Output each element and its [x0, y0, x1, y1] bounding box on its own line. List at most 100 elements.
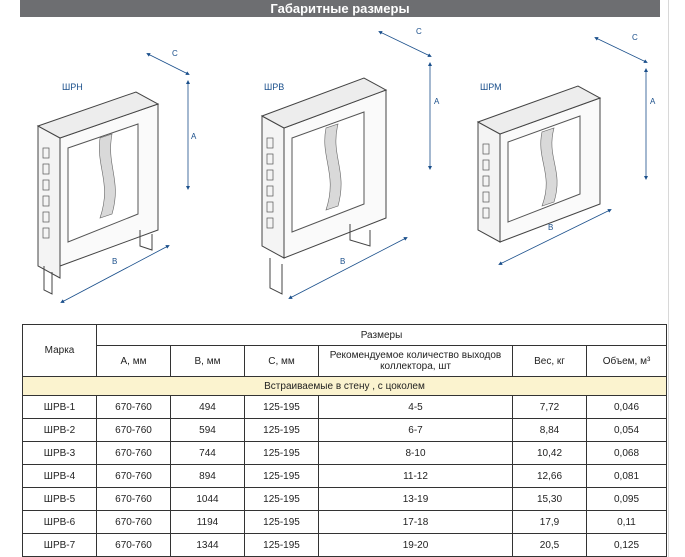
- cabinet-shrn-side-slots: [42, 147, 50, 239]
- table-cell: 13-19: [318, 487, 513, 511]
- page-right-rule: [668, 0, 669, 557]
- table-cell: 670-760: [96, 441, 171, 465]
- table-cell: 17,9: [512, 510, 587, 534]
- table-cell: 125-195: [244, 464, 319, 488]
- table-cell: 10,42: [512, 441, 587, 465]
- table-cell: ШРВ-1: [22, 395, 97, 419]
- table-cell: 0,081: [586, 464, 667, 488]
- table-cell: 8-10: [318, 441, 513, 465]
- table-cell: 125-195: [244, 510, 319, 534]
- cabinet-shrn-leg-left: [43, 266, 53, 295]
- cabinet-shrv-cutaway: [324, 123, 342, 211]
- cabinet-shrv-dim-a-label: A: [434, 97, 440, 106]
- table-cell: 8,84: [512, 418, 587, 442]
- table-cell: 670-760: [96, 395, 171, 419]
- cabinet-shrv-dim-b: [288, 237, 408, 299]
- table-cell: 12,66: [512, 464, 587, 488]
- cabinet-shrm-top: [476, 85, 602, 135]
- table-section-row: Встраиваемые в стену , с цоколем: [22, 376, 667, 396]
- cabinet-shrm-drawing: ШРМ C A B: [476, 33, 656, 265]
- cabinet-shrv-label: ШРВ: [264, 82, 284, 92]
- table-cell: 0,068: [586, 441, 667, 465]
- cabinet-shrv-door: [291, 111, 365, 233]
- table-cell: 17-18: [318, 510, 513, 534]
- header-col-volume: Объем, м³: [586, 345, 667, 377]
- cabinet-shrm-cutaway: [540, 127, 558, 207]
- cabinet-shrn-cutaway: [99, 133, 116, 219]
- page-title: Габаритные размеры: [20, 0, 660, 17]
- cabinet-shrm-dim-b: [498, 209, 612, 265]
- table-cell: 670-760: [96, 533, 171, 557]
- table-cell: 0,046: [586, 395, 667, 419]
- table-cell: 894: [170, 464, 245, 488]
- header-col-c: С, мм: [244, 345, 319, 377]
- cabinet-shrv-dim-c-label: C: [416, 27, 422, 36]
- cabinet-shrm-dim-a-label: A: [650, 97, 656, 106]
- table-cell: ШРВ-5: [22, 487, 97, 511]
- cabinet-shrn-dim-b: [60, 245, 170, 303]
- table-cell: 125-195: [244, 487, 319, 511]
- cabinet-shrn-dim-c: [146, 53, 190, 75]
- table-cell: ШРВ-2: [22, 418, 97, 442]
- cabinet-shrn-dim-b-label: B: [112, 257, 117, 266]
- table-cell: ШРВ-6: [22, 510, 97, 534]
- table-cell: 670-760: [96, 487, 171, 511]
- table-cell: 6-7: [318, 418, 513, 442]
- table-cell: 125-195: [244, 395, 319, 419]
- cabinet-drawings: ШРН C A B ШРВ: [36, 27, 656, 303]
- table-cell: 20,5: [512, 533, 587, 557]
- table-cell: 594: [170, 418, 245, 442]
- cabinet-shrn-dim-a-label: A: [191, 132, 197, 141]
- table-cell: 670-760: [96, 464, 171, 488]
- table-cell: 0,11: [586, 510, 667, 534]
- cabinet-shrv-drawing: ШРВ C A B: [260, 27, 440, 299]
- table-cell: 1044: [170, 487, 245, 511]
- table-header-row-top: Марка Размеры: [22, 324, 667, 377]
- cabinet-shrm-dim-c-label: C: [632, 33, 638, 42]
- cabinet-shrn-dim-c-label: C: [172, 49, 178, 58]
- table-cell: 125-195: [244, 418, 319, 442]
- table-cell: 1344: [170, 533, 245, 557]
- cabinet-shrn-drawing: ШРН C A B: [36, 49, 197, 303]
- cabinet-shrm-label: ШРМ: [480, 82, 502, 92]
- cabinet-shrn-top: [36, 91, 160, 139]
- cabinet-shrn-label: ШРН: [62, 82, 83, 92]
- table-cell: 0,095: [586, 487, 667, 511]
- table-cell: 670-760: [96, 418, 171, 442]
- header-marka: Марка: [22, 324, 97, 377]
- cabinet-shrm-dim-c: [594, 37, 648, 63]
- header-col-weight: Вес, кг: [512, 345, 587, 377]
- table-cell: 670-760: [96, 510, 171, 534]
- table-cell: 4-5: [318, 395, 513, 419]
- dimensions-table: Марка Размеры А, мм В, мм С, мм Рекоменд…: [22, 324, 667, 557]
- header-col-outlets: Рекомендуемое количество выходов коллект…: [318, 345, 513, 377]
- table-cell: ШРВ-4: [22, 464, 97, 488]
- header-sizes-group: Размеры: [96, 324, 667, 346]
- cabinet-shrm-dim-b-label: B: [548, 223, 553, 232]
- table-cell: 494: [170, 395, 245, 419]
- cabinet-shrv-plinth-left: [269, 258, 283, 295]
- section-title: Встраиваемые в стену , с цоколем: [22, 376, 667, 396]
- header-col-a: А, мм: [96, 345, 171, 377]
- table-cell: 0,125: [586, 533, 667, 557]
- table-cell: 125-195: [244, 533, 319, 557]
- header-col-b: В, мм: [170, 345, 245, 377]
- table-cell: 125-195: [244, 441, 319, 465]
- table-cell: 7,72: [512, 395, 587, 419]
- cabinet-shrv-top: [260, 77, 388, 129]
- table-cell: 11-12: [318, 464, 513, 488]
- cabinet-shrn-door: [67, 123, 139, 243]
- table-cell: 19-20: [318, 533, 513, 557]
- cabinet-shrv-side-slots: [266, 137, 274, 229]
- table-cell: 15,30: [512, 487, 587, 511]
- cabinet-shrv-dim-c: [378, 31, 432, 57]
- cabinet-shrv-dim-b-label: B: [340, 257, 345, 266]
